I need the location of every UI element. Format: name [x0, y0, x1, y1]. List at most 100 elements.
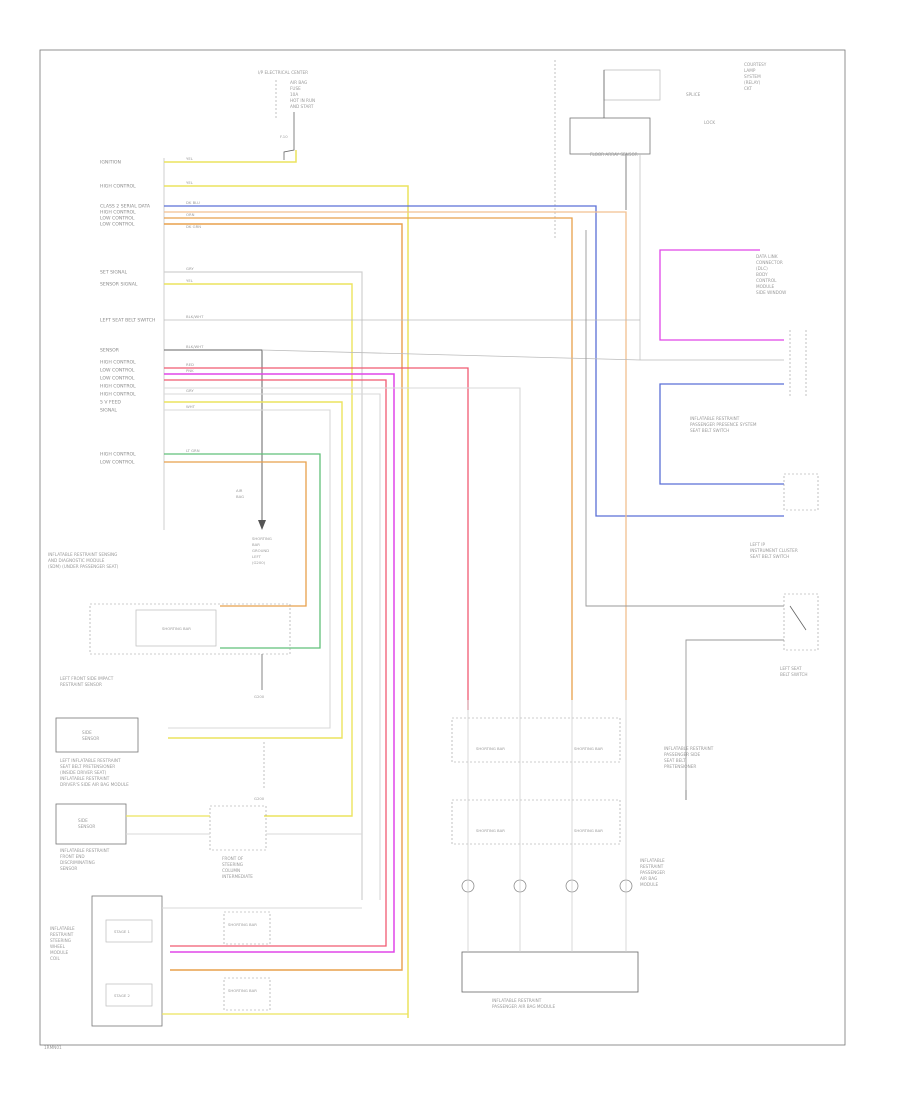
svg-text:INFLATABLE RESTRAINT: INFLATABLE RESTRAINT: [664, 746, 714, 751]
svg-text:STEERING: STEERING: [222, 862, 243, 867]
svg-text:SENSOR: SENSOR: [82, 736, 99, 741]
connector-label: SENSOR: [100, 348, 120, 354]
wire-low-control-orange: [164, 217, 573, 700]
svg-text:G200: G200: [254, 796, 265, 801]
svg-text:YEL: YEL: [186, 156, 194, 161]
connector-label: HIGH CONTROL: [100, 452, 136, 458]
svg-text:AIR BAG: AIR BAG: [640, 876, 657, 881]
svg-text:MODULE: MODULE: [50, 950, 69, 955]
wire-belt-switch-right: [585, 230, 784, 607]
connector-label: LEFT SEAT BELT SWITCH: [100, 318, 155, 324]
svg-text:SHORTING BAR: SHORTING BAR: [228, 988, 257, 993]
svg-text:FUSE: FUSE: [290, 86, 301, 91]
wire-sensor-ground: [164, 349, 263, 520]
svg-text:PRETENSIONER: PRETENSIONER: [664, 764, 696, 769]
connector-label: IGNITION: [100, 160, 121, 166]
svg-text:DISCRIMINATING: DISCRIMINATING: [60, 860, 95, 865]
svg-text:SPLICE: SPLICE: [686, 92, 701, 97]
svg-text:STEERING: STEERING: [50, 938, 71, 943]
svg-text:ORN: ORN: [186, 212, 195, 217]
connector-label: LOW CONTROL: [100, 460, 135, 466]
svg-text:LEFT INFLATABLE RESTRAINT: LEFT INFLATABLE RESTRAINT: [60, 758, 121, 763]
svg-text:AND DIAGNOSTIC MODULE: AND DIAGNOSTIC MODULE: [48, 558, 105, 563]
wire-high-control-peach: [164, 211, 627, 700]
svg-text:DATA LINK: DATA LINK: [756, 254, 778, 259]
svg-text:AND START: AND START: [290, 104, 314, 109]
wire-low-control-orange-2: [164, 223, 403, 971]
svg-text:COIL: COIL: [50, 956, 60, 961]
connector-label: LOW CONTROL: [100, 376, 135, 382]
svg-text:PASSENGER PRESENCE SYSTEM: PASSENGER PRESENCE SYSTEM: [690, 422, 757, 427]
svg-text:CKT: CKT: [744, 86, 752, 91]
svg-text:(G200): (G200): [252, 560, 266, 565]
svg-text:SHORTING BAR: SHORTING BAR: [476, 746, 505, 751]
svg-text:INFLATABLE RESTRAINT SENSING: INFLATABLE RESTRAINT SENSING: [48, 552, 117, 557]
svg-text:F.10: F.10: [280, 134, 288, 139]
svg-text:BLK/WHT: BLK/WHT: [186, 344, 204, 349]
svg-text:SEAT BELT PRETENSIONER: SEAT BELT PRETENSIONER: [60, 764, 115, 769]
svg-text:LEFT SEAT: LEFT SEAT: [780, 666, 802, 671]
svg-text:SENSOR: SENSOR: [78, 824, 95, 829]
connector-label: LOW CONTROL: [100, 216, 135, 222]
connector-label: LOW CONTROL: [100, 222, 135, 228]
svg-text:INFLATABLE RESTRAINT: INFLATABLE RESTRAINT: [690, 416, 740, 421]
wire-harness: [164, 150, 784, 1018]
svg-text:YEL: YEL: [186, 180, 194, 185]
svg-text:PASSENGER: PASSENGER: [640, 870, 665, 875]
svg-text:SEAT BELT SWITCH: SEAT BELT SWITCH: [750, 554, 789, 559]
wire-magenta: [164, 373, 395, 953]
svg-text:AIR BAG: AIR BAG: [290, 80, 307, 85]
svg-text:GROUND: GROUND: [252, 548, 269, 553]
svg-text:RESTRAINT: RESTRAINT: [640, 864, 664, 869]
floor-array-sensor: FLOOR ARRAY SENSOR SPLICE LOCK COURTESY …: [554, 60, 767, 360]
svg-text:SHORTING: SHORTING: [252, 536, 272, 541]
connector-label: SIGNAL: [100, 408, 117, 414]
wire-high-control-green: [164, 453, 321, 649]
svg-text:LOCK: LOCK: [704, 120, 715, 125]
steering-wheel-coil: INFLATABLE RESTRAINT STEERING WHEEL MODU…: [50, 895, 408, 1027]
svg-text:SHORTING BAR: SHORTING BAR: [574, 746, 603, 751]
svg-text:GRY: GRY: [186, 266, 194, 271]
svg-text:CONNECTOR: CONNECTOR: [756, 260, 783, 265]
svg-text:LEFT: LEFT: [252, 554, 262, 559]
svg-text:LT GRN: LT GRN: [186, 448, 200, 453]
svg-text:LEFT FRONT SIDE IMPACT: LEFT FRONT SIDE IMPACT: [60, 676, 114, 681]
svg-text:(DLC): (DLC): [756, 266, 768, 271]
connector-label: HIGH CONTROL: [100, 384, 136, 390]
svg-text:RED: RED: [186, 362, 194, 367]
svg-text:(RELAY): (RELAY): [744, 80, 761, 85]
connector-label: LOW CONTROL: [100, 368, 135, 374]
wire-dlc-magenta: [659, 249, 784, 341]
svg-text:CONTROL: CONTROL: [756, 278, 777, 283]
wire-gray-2: [164, 393, 381, 900]
svg-text:RESTRAINT SENSOR: RESTRAINT SENSOR: [60, 682, 102, 687]
switch-contact-icon: [789, 605, 807, 631]
svg-text:LEFT IP: LEFT IP: [750, 542, 765, 547]
left-front-impact-sensor: SHORTING BAR LEFT FRONT SIDE IMPACT REST…: [60, 603, 291, 699]
wire-signal: [164, 409, 331, 729]
svg-text:SIDE WINDOW: SIDE WINDOW: [756, 290, 786, 295]
ground-g200: AIR BAG SHORTING BAR GROUND LEFT (G200): [236, 488, 272, 565]
connector-label: 5 V FEED: [100, 400, 121, 406]
data-link-connector: DATA LINK CONNECTOR (DLC) BODY CONTROL M…: [756, 254, 807, 396]
svg-text:INFLATABLE: INFLATABLE: [640, 858, 665, 863]
fuse-symbol: [283, 112, 295, 160]
wire-set-signal: [164, 271, 363, 900]
wire-serial-data: [164, 205, 784, 517]
wire-high-control-yellow: [164, 185, 409, 1018]
left-seat-belt-switch: LEFT SEAT BELT SWITCH: [780, 593, 819, 677]
connector-label: HIGH CONTROL: [100, 392, 136, 398]
svg-text:GRY: GRY: [186, 388, 194, 393]
fuse-block: I/P ELECTRICAL CENTER AIR BAG FUSE 10A H…: [258, 70, 315, 160]
svg-text:FRONT OF: FRONT OF: [222, 856, 244, 861]
footer-code: 1RMN01: [44, 1045, 62, 1050]
wire-low-control-left: [164, 461, 307, 607]
svg-text:DRIVER'S SIDE AIR BAG MODULE: DRIVER'S SIDE AIR BAG MODULE: [60, 782, 129, 787]
svg-text:INFLATABLE RESTRAINT: INFLATABLE RESTRAINT: [60, 848, 110, 853]
diagram-frame: [39, 49, 846, 1046]
svg-text:INFLATABLE RESTRAINT: INFLATABLE RESTRAINT: [492, 998, 542, 1003]
svg-text:HOT IN RUN: HOT IN RUN: [290, 98, 315, 103]
svg-text:SHORTING BAR: SHORTING BAR: [162, 626, 191, 631]
svg-text:G200: G200: [254, 694, 265, 699]
